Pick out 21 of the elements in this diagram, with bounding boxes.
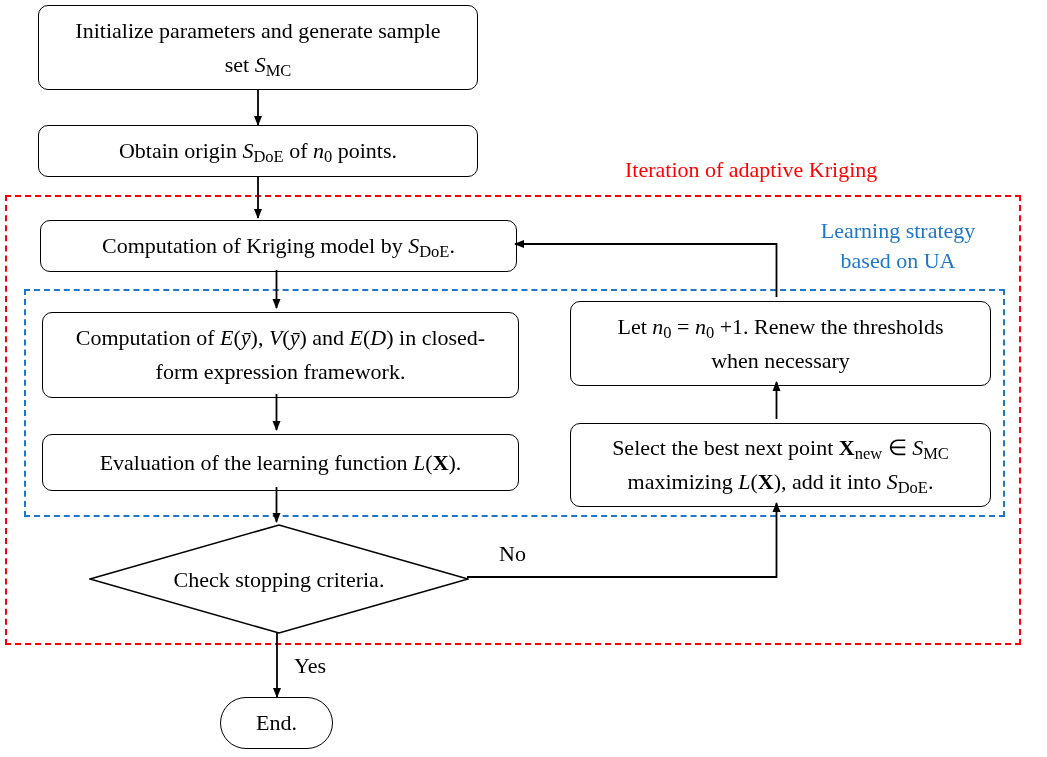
arrow <box>772 381 781 420</box>
process-box: Select the best next point X$_{new}$ ∈ S$_{MC}$ maximizing L(X), add it into S$_{DoE}$. <box>570 423 991 507</box>
arrow <box>254 176 262 219</box>
region-heading: Learning strategy based on UA <box>819 217 977 275</box>
process-box: Computation of E(ȳ), V(ȳ) and E(D) in closed-form expression framework. <box>42 312 519 398</box>
decision-diamond <box>89 524 469 634</box>
process-box: Evaluation of the learning function L(X). <box>42 434 519 491</box>
arrow <box>514 240 778 298</box>
region-heading: Iteration of adaptive Kriging <box>625 156 879 184</box>
terminal-box: End. <box>220 697 333 749</box>
arrow <box>272 269 281 309</box>
process-box: Initialize parameters and generate sample set S$_{MC}$ <box>38 5 478 90</box>
arrow <box>272 393 281 431</box>
arrow <box>466 502 781 578</box>
process-box: Computation of Kriging model by S$_{DoE}$. <box>40 220 517 272</box>
decision-text: Check stopping criteria. <box>173 565 385 594</box>
process-box: Obtain origin S$_{DoE}$ of n$_{0}$ points. <box>38 125 478 177</box>
process-box: Let n$_{0}$ = n$_{0}$ +1. Renew the thresholds when necessary <box>570 301 991 386</box>
arrow <box>272 486 281 523</box>
arrow <box>254 89 262 126</box>
arrow <box>273 631 281 698</box>
